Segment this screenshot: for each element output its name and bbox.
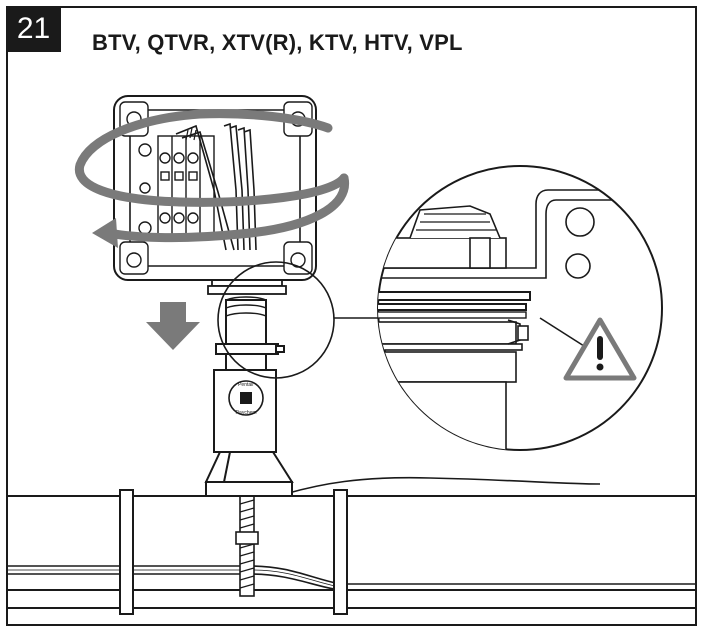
pipe — [8, 495, 695, 609]
double-rotation-arrow-icon — [74, 109, 350, 248]
magnified-detail — [377, 165, 663, 451]
threaded-rod — [235, 479, 259, 597]
gland-label-line2: Raychem — [235, 410, 256, 416]
pipe-strap-right — [333, 489, 348, 615]
heating-cable-lead — [284, 476, 601, 495]
gland-label-disc: Pentair Raychem — [228, 380, 264, 416]
terminal-block — [138, 135, 215, 237]
cable-conductors — [175, 122, 257, 251]
warning-triangle-icon — [563, 317, 637, 381]
pipe-strap-left — [119, 489, 134, 615]
step-title: BTV, QTVR, XTV(R), KTV, HTV, VPL — [92, 30, 463, 55]
gland-label-line1: Pentair — [238, 382, 254, 388]
down-arrow-icon — [146, 302, 200, 350]
illustration-frame — [6, 6, 697, 626]
step-number-badge: 21 — [6, 6, 61, 52]
